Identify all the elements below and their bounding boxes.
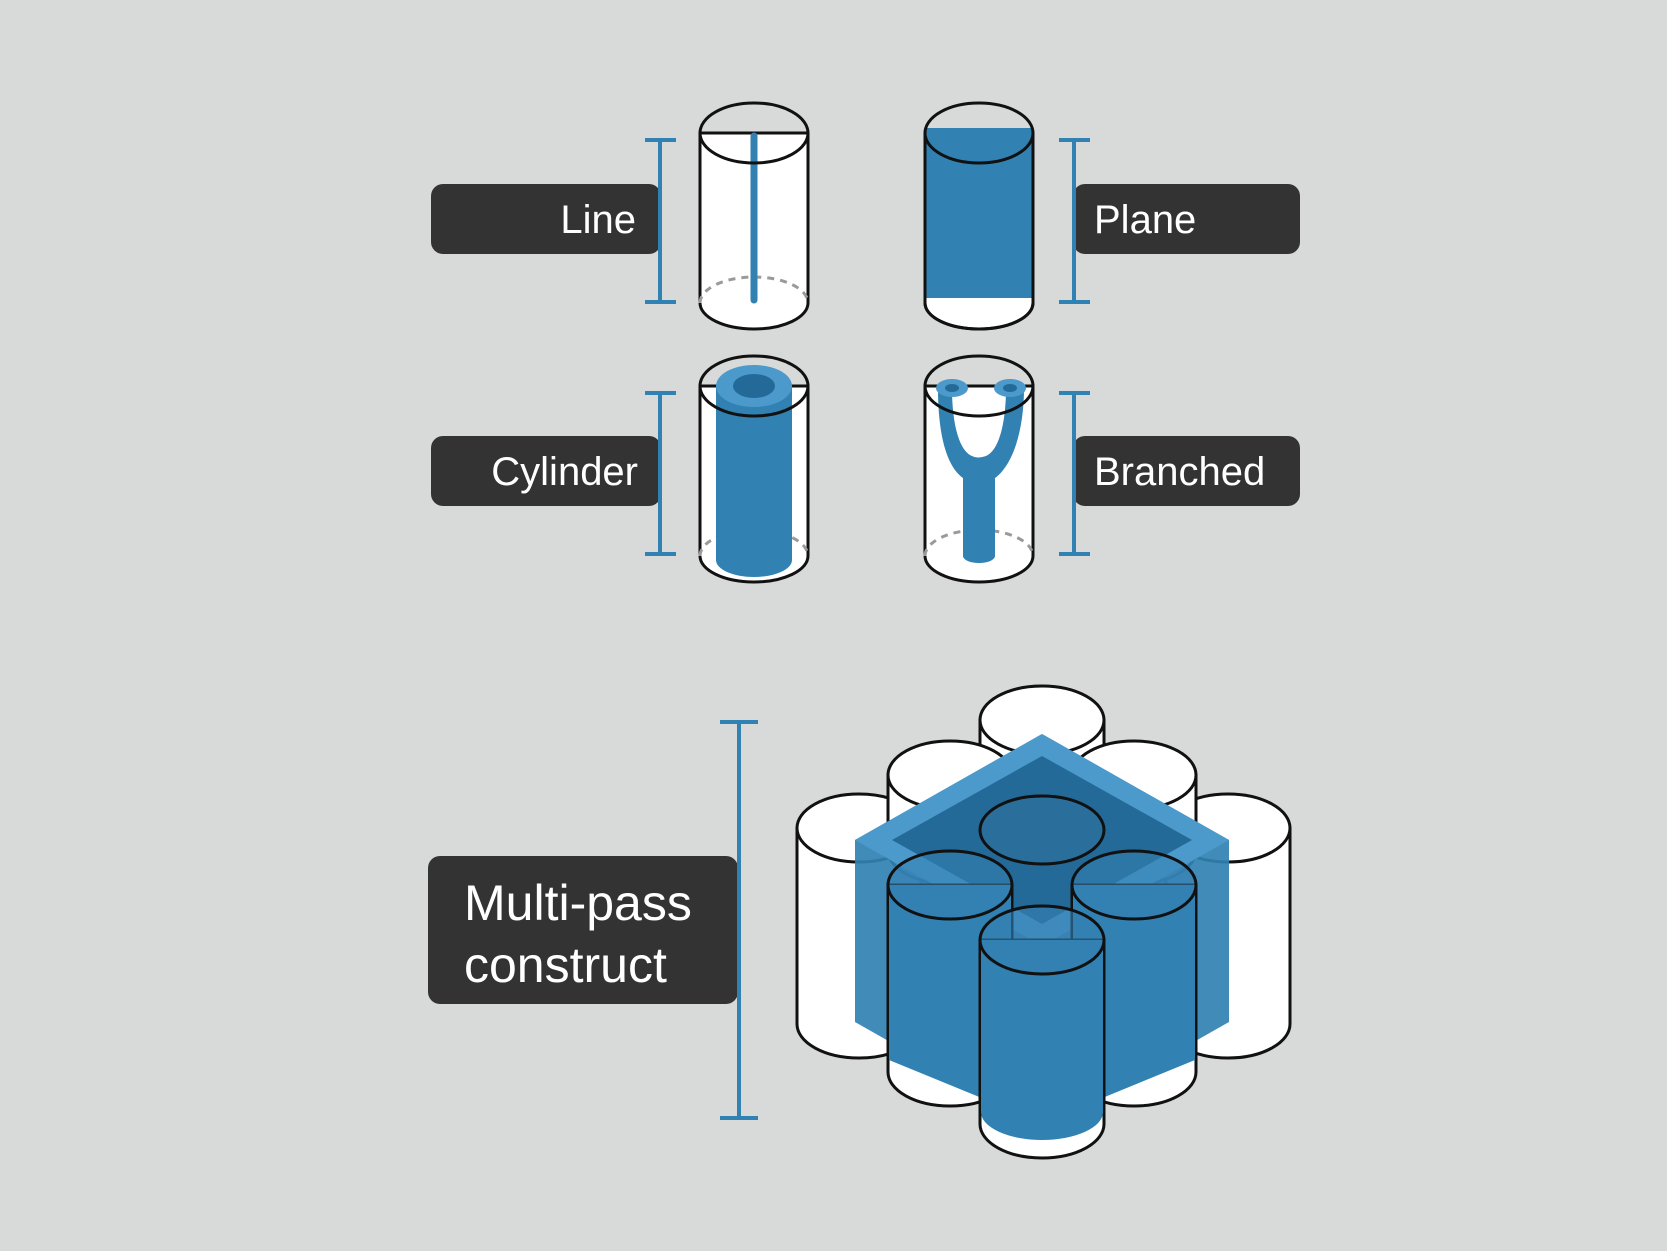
- plane-label: Plane: [1094, 198, 1196, 242]
- plane-cylinder: [923, 101, 1035, 331]
- branched-label: Branched: [1094, 450, 1265, 494]
- branched-panel: Branched: [923, 354, 1300, 584]
- multipass-panel: Multi-pass construct: [428, 684, 1292, 1160]
- branched-scale-bar: [1059, 391, 1090, 556]
- cylinder-scale-bar: [645, 391, 676, 556]
- cylinder-label: Cylinder: [491, 450, 638, 494]
- multipass-scale-bar: [720, 720, 758, 1120]
- line-label-box: [431, 184, 661, 254]
- plane-panel: Plane: [923, 101, 1300, 331]
- line-cylinder: [698, 101, 810, 331]
- multipass-tube-front: [886, 794, 1198, 1160]
- multipass-label-line2: construct: [464, 937, 667, 993]
- plane-label-box: [1073, 184, 1300, 254]
- line-scale-bar: [645, 138, 676, 304]
- cylinder-label-box: [431, 436, 661, 506]
- branch-body: [938, 388, 1024, 563]
- multipass-label-box: [428, 856, 738, 1004]
- multipass-label-line1: Multi-pass: [464, 875, 692, 931]
- branched-cylinder: [923, 354, 1035, 584]
- branched-label-box: [1073, 436, 1300, 506]
- line-label: Line: [560, 198, 636, 242]
- cylinder-panel: Cylinder: [431, 354, 810, 584]
- cylinder-cylinder: [698, 354, 810, 584]
- tube-lumen: [733, 374, 775, 398]
- line-panel: Line: [431, 101, 810, 331]
- plane-scale-bar: [1059, 138, 1090, 304]
- tube-body: [716, 386, 792, 577]
